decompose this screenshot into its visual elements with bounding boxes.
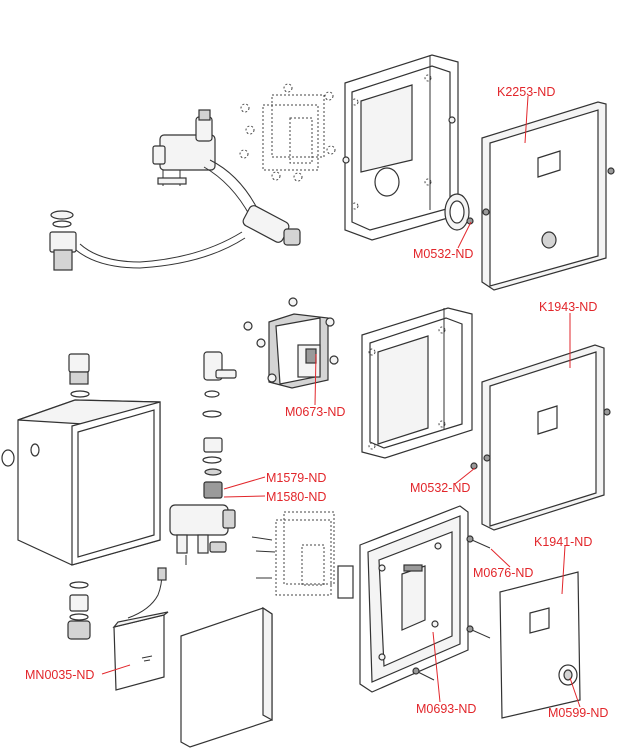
installation-frame-mid xyxy=(361,307,473,459)
fitting-stack-center xyxy=(202,351,237,499)
label-m0676: M0676-ND xyxy=(473,566,533,580)
label-k1941: K1941-ND xyxy=(534,535,592,549)
mounting-box xyxy=(1,399,161,566)
label-m0693: M0693-ND xyxy=(416,702,476,716)
electronics-module-m0673 xyxy=(243,297,339,389)
label-m0599: M0599-ND xyxy=(548,706,608,720)
installation-frame-top xyxy=(342,54,459,241)
leader-lines xyxy=(101,95,581,708)
label-k1943: K1943-ND xyxy=(539,300,597,314)
frame-m0693 xyxy=(359,505,469,693)
fitting-stack-left xyxy=(68,353,90,408)
label-m1579: M1579-ND xyxy=(266,471,326,485)
label-m0532-top: M0532-ND xyxy=(413,247,473,261)
label-mn0035: MN0035-ND xyxy=(25,668,94,682)
screw-m0532-mid xyxy=(470,462,478,470)
solenoid-valve-assembly xyxy=(49,109,301,271)
sensor-mn0035 xyxy=(112,567,169,691)
label-m1580: M1580-ND xyxy=(266,490,326,504)
battery-block xyxy=(180,606,273,748)
mounting-screws-lower xyxy=(251,536,276,579)
screws-m0676 xyxy=(412,535,491,681)
fitting-stack-bottom xyxy=(67,581,91,640)
electronics-module-top xyxy=(239,83,336,182)
label-m0673: M0673-ND xyxy=(285,405,345,419)
label-m0532-mid: M0532-ND xyxy=(410,481,470,495)
valve-body-m1579 xyxy=(169,504,236,565)
label-k2253: K2253-ND xyxy=(497,85,555,99)
lock-nut xyxy=(444,193,470,231)
cover-plate-k1941 xyxy=(499,571,581,719)
cover-plate-k2253 xyxy=(481,101,615,291)
cover-plate-k1943 xyxy=(481,344,611,531)
electronics-module-lower xyxy=(275,511,354,599)
